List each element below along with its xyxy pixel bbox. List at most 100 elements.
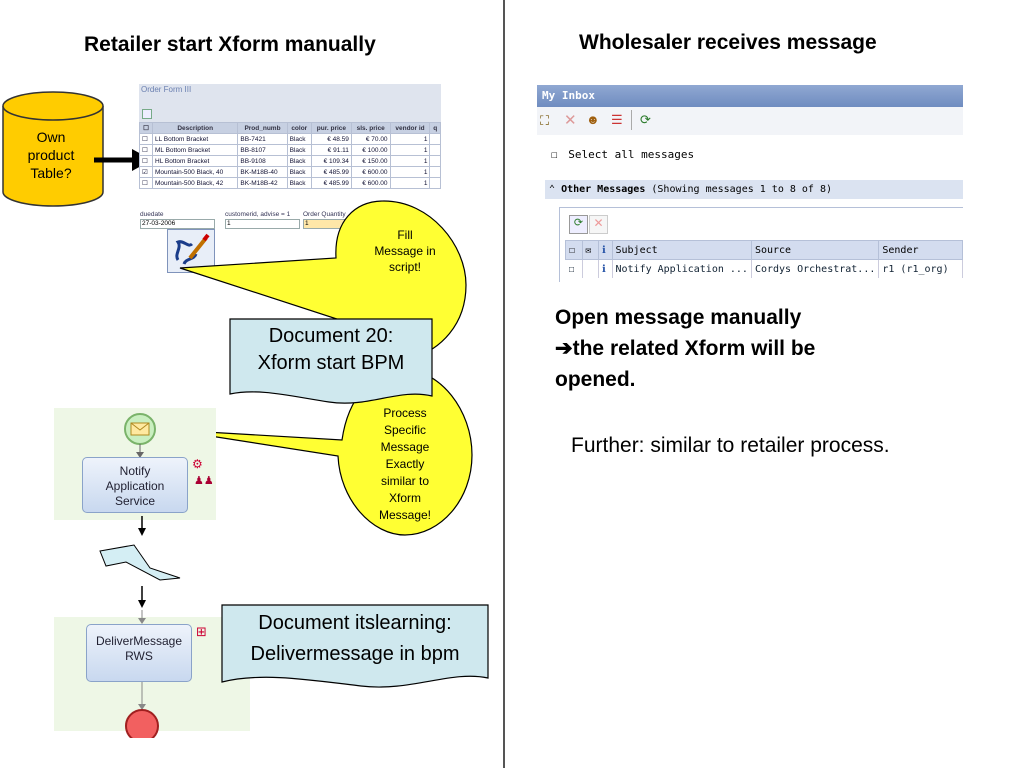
notify-application-service-node[interactable]: Notify Application Service: [82, 457, 188, 513]
open-message-icon[interactable]: ⟳: [569, 215, 588, 234]
left-title: Retailer start Xform manually: [84, 33, 376, 56]
callout-line: Message in: [374, 244, 436, 258]
inbox-toolbar: ⛶ ✕ ☻ ☰ ⟳: [537, 107, 963, 135]
itslearning-note-text: Document itslearning: Delivermessage in …: [221, 608, 489, 670]
duedate-input[interactable]: 27-03-2006: [140, 219, 215, 229]
implies-arrow-icon: ➔: [555, 337, 573, 360]
showing-text: (Showing messages 1 to 8 of 8): [651, 184, 833, 195]
binoculars-icon[interactable]: ⛶: [540, 113, 550, 128]
note-line: Document 20:: [268, 325, 394, 347]
order-form-cell: BK-M18B-42: [237, 177, 288, 189]
select-all-label: Select all messages: [568, 148, 695, 161]
itslearning-note-shape: [221, 604, 489, 688]
callout-line: Fill: [397, 228, 413, 242]
end-event-circle: [125, 709, 159, 738]
row-checkbox[interactable]: ☐: [565, 259, 583, 278]
document20-note-text: Document 20: Xform start BPM: [229, 323, 433, 377]
callout-line: Specific: [383, 423, 427, 437]
right-title: Wholesaler receives message: [579, 31, 877, 54]
node-label-line: Application: [105, 479, 165, 493]
quantity-label: Order Quantity: [303, 211, 346, 218]
open-message-line2-text: the related Xform will be: [572, 337, 816, 360]
col-subject[interactable]: Subject: [611, 240, 752, 260]
my-inbox-screenshot: My Inbox ⛶ ✕ ☻ ☰ ⟳ ☐ Select all messages…: [537, 85, 963, 282]
select-all-row[interactable]: ☐ Select all messages: [551, 148, 694, 161]
order-form-title: Order Form III: [141, 85, 192, 94]
order-form-cell: Black: [286, 155, 312, 167]
service-icon: ⚙: [192, 457, 203, 471]
bpm-connectors: ⚙ ♟♟ ⊞: [99, 413, 214, 738]
delete-icon[interactable]: ✕: [564, 112, 577, 129]
col-source[interactable]: Source: [750, 240, 880, 260]
script-icon-button[interactable]: [167, 229, 215, 273]
row-subject[interactable]: Notify Application ...: [612, 259, 752, 278]
customer-label: customerid, advise = 1: [225, 211, 291, 218]
product-table-cylinder: [2, 91, 104, 207]
open-message-text: Open message manually ➔the related Xform…: [555, 302, 815, 395]
row-info-icon: ℹ: [598, 259, 613, 278]
header-select-checkbox[interactable]: ☐: [565, 240, 583, 260]
order-form-tool-icon[interactable]: [142, 109, 152, 119]
note-line: Document itslearning:: [258, 612, 452, 634]
list-icon[interactable]: ☰: [611, 112, 623, 127]
callout-line: Message: [380, 440, 430, 454]
node-label-line: Service: [114, 494, 155, 508]
process-message-callout-text: Process Specific Message Exactly similar…: [360, 405, 450, 524]
cylinder-label-line: product: [27, 147, 75, 163]
center-divider: [503, 0, 505, 768]
order-form-cell: € 485.99: [310, 177, 352, 189]
further-text: Further: similar to retailer process.: [571, 434, 890, 457]
order-form-cell: Mountain-500 Black, 42: [151, 177, 239, 189]
order-form-cell: [429, 177, 441, 189]
row-mail-cell: [582, 259, 599, 278]
script-edit-icon: [175, 233, 210, 265]
col-pur-price: pur. price: [310, 122, 352, 134]
document20-note-shape: [229, 318, 433, 404]
header-mail-icon: ✉: [581, 240, 599, 260]
open-message-line3: opened.: [555, 368, 636, 391]
callout-line: Exactly: [385, 457, 425, 471]
note-line: Delivermessage in bpm: [250, 643, 460, 665]
duedate-label: duedate: [140, 211, 164, 218]
callout-line: Process: [383, 406, 427, 420]
people-icon: ♟♟: [194, 474, 214, 487]
service-icon-2: ⊞: [196, 625, 207, 640]
message-row[interactable]: ☐ ℹ Notify Application ... Cordys Orches…: [565, 259, 963, 278]
customer-input[interactable]: 1: [225, 219, 300, 229]
node-label-line: DeliverMessage: [95, 634, 183, 648]
header-checkbox[interactable]: ☐: [139, 122, 153, 134]
col-sender[interactable]: Sender: [878, 240, 963, 260]
fill-message-callout-text: Fill Message in script!: [360, 227, 450, 275]
other-messages-band[interactable]: ⌃ Other Messages (Showing messages 1 to …: [545, 180, 963, 199]
toolbar-separator: [631, 110, 632, 130]
messages-panel: [559, 207, 963, 282]
deliver-message-rws-node[interactable]: DeliverMessage RWS: [86, 624, 192, 682]
header-info-icon: ℹ: [598, 240, 613, 260]
callout-line: Message!: [378, 508, 432, 522]
inbox-header: My Inbox: [537, 85, 963, 107]
process-message-callout-shape: [171, 369, 473, 536]
callout-line: Xform: [388, 491, 421, 505]
note-line: Xform start BPM: [257, 352, 405, 374]
order-form-header-row: ☐ Description Prod_numb color pur. price…: [139, 122, 441, 134]
select-all-checkbox[interactable]: ☐: [551, 148, 558, 161]
collapse-chevron-icon[interactable]: ⌃: [549, 184, 556, 195]
order-form-cell: 1: [389, 177, 431, 189]
order-form-grid: ☐ Description Prod_numb color pur. price…: [139, 122, 441, 189]
order-form-cell: Black: [286, 177, 312, 189]
messages-header-row: ☐ ✉ ℹ Subject Source Sender: [565, 240, 963, 260]
remove-message-icon[interactable]: ✕: [589, 215, 608, 234]
open-message-line2: ➔the related Xform will be: [555, 333, 815, 364]
callout-line: similar to: [380, 474, 429, 488]
other-messages-label: Other Messages: [561, 184, 646, 195]
row-source: Cordys Orchestrat...: [751, 259, 880, 278]
row-sender: r1 (r1_org): [878, 259, 963, 278]
attachment-icon[interactable]: ☻: [586, 112, 600, 127]
refresh-icon[interactable]: ⟳: [640, 112, 651, 127]
order-form-cell: € 600.00: [350, 177, 391, 189]
cylinder-label: Own product Table?: [6, 128, 96, 182]
cylinder-label-line: Table?: [30, 165, 72, 181]
